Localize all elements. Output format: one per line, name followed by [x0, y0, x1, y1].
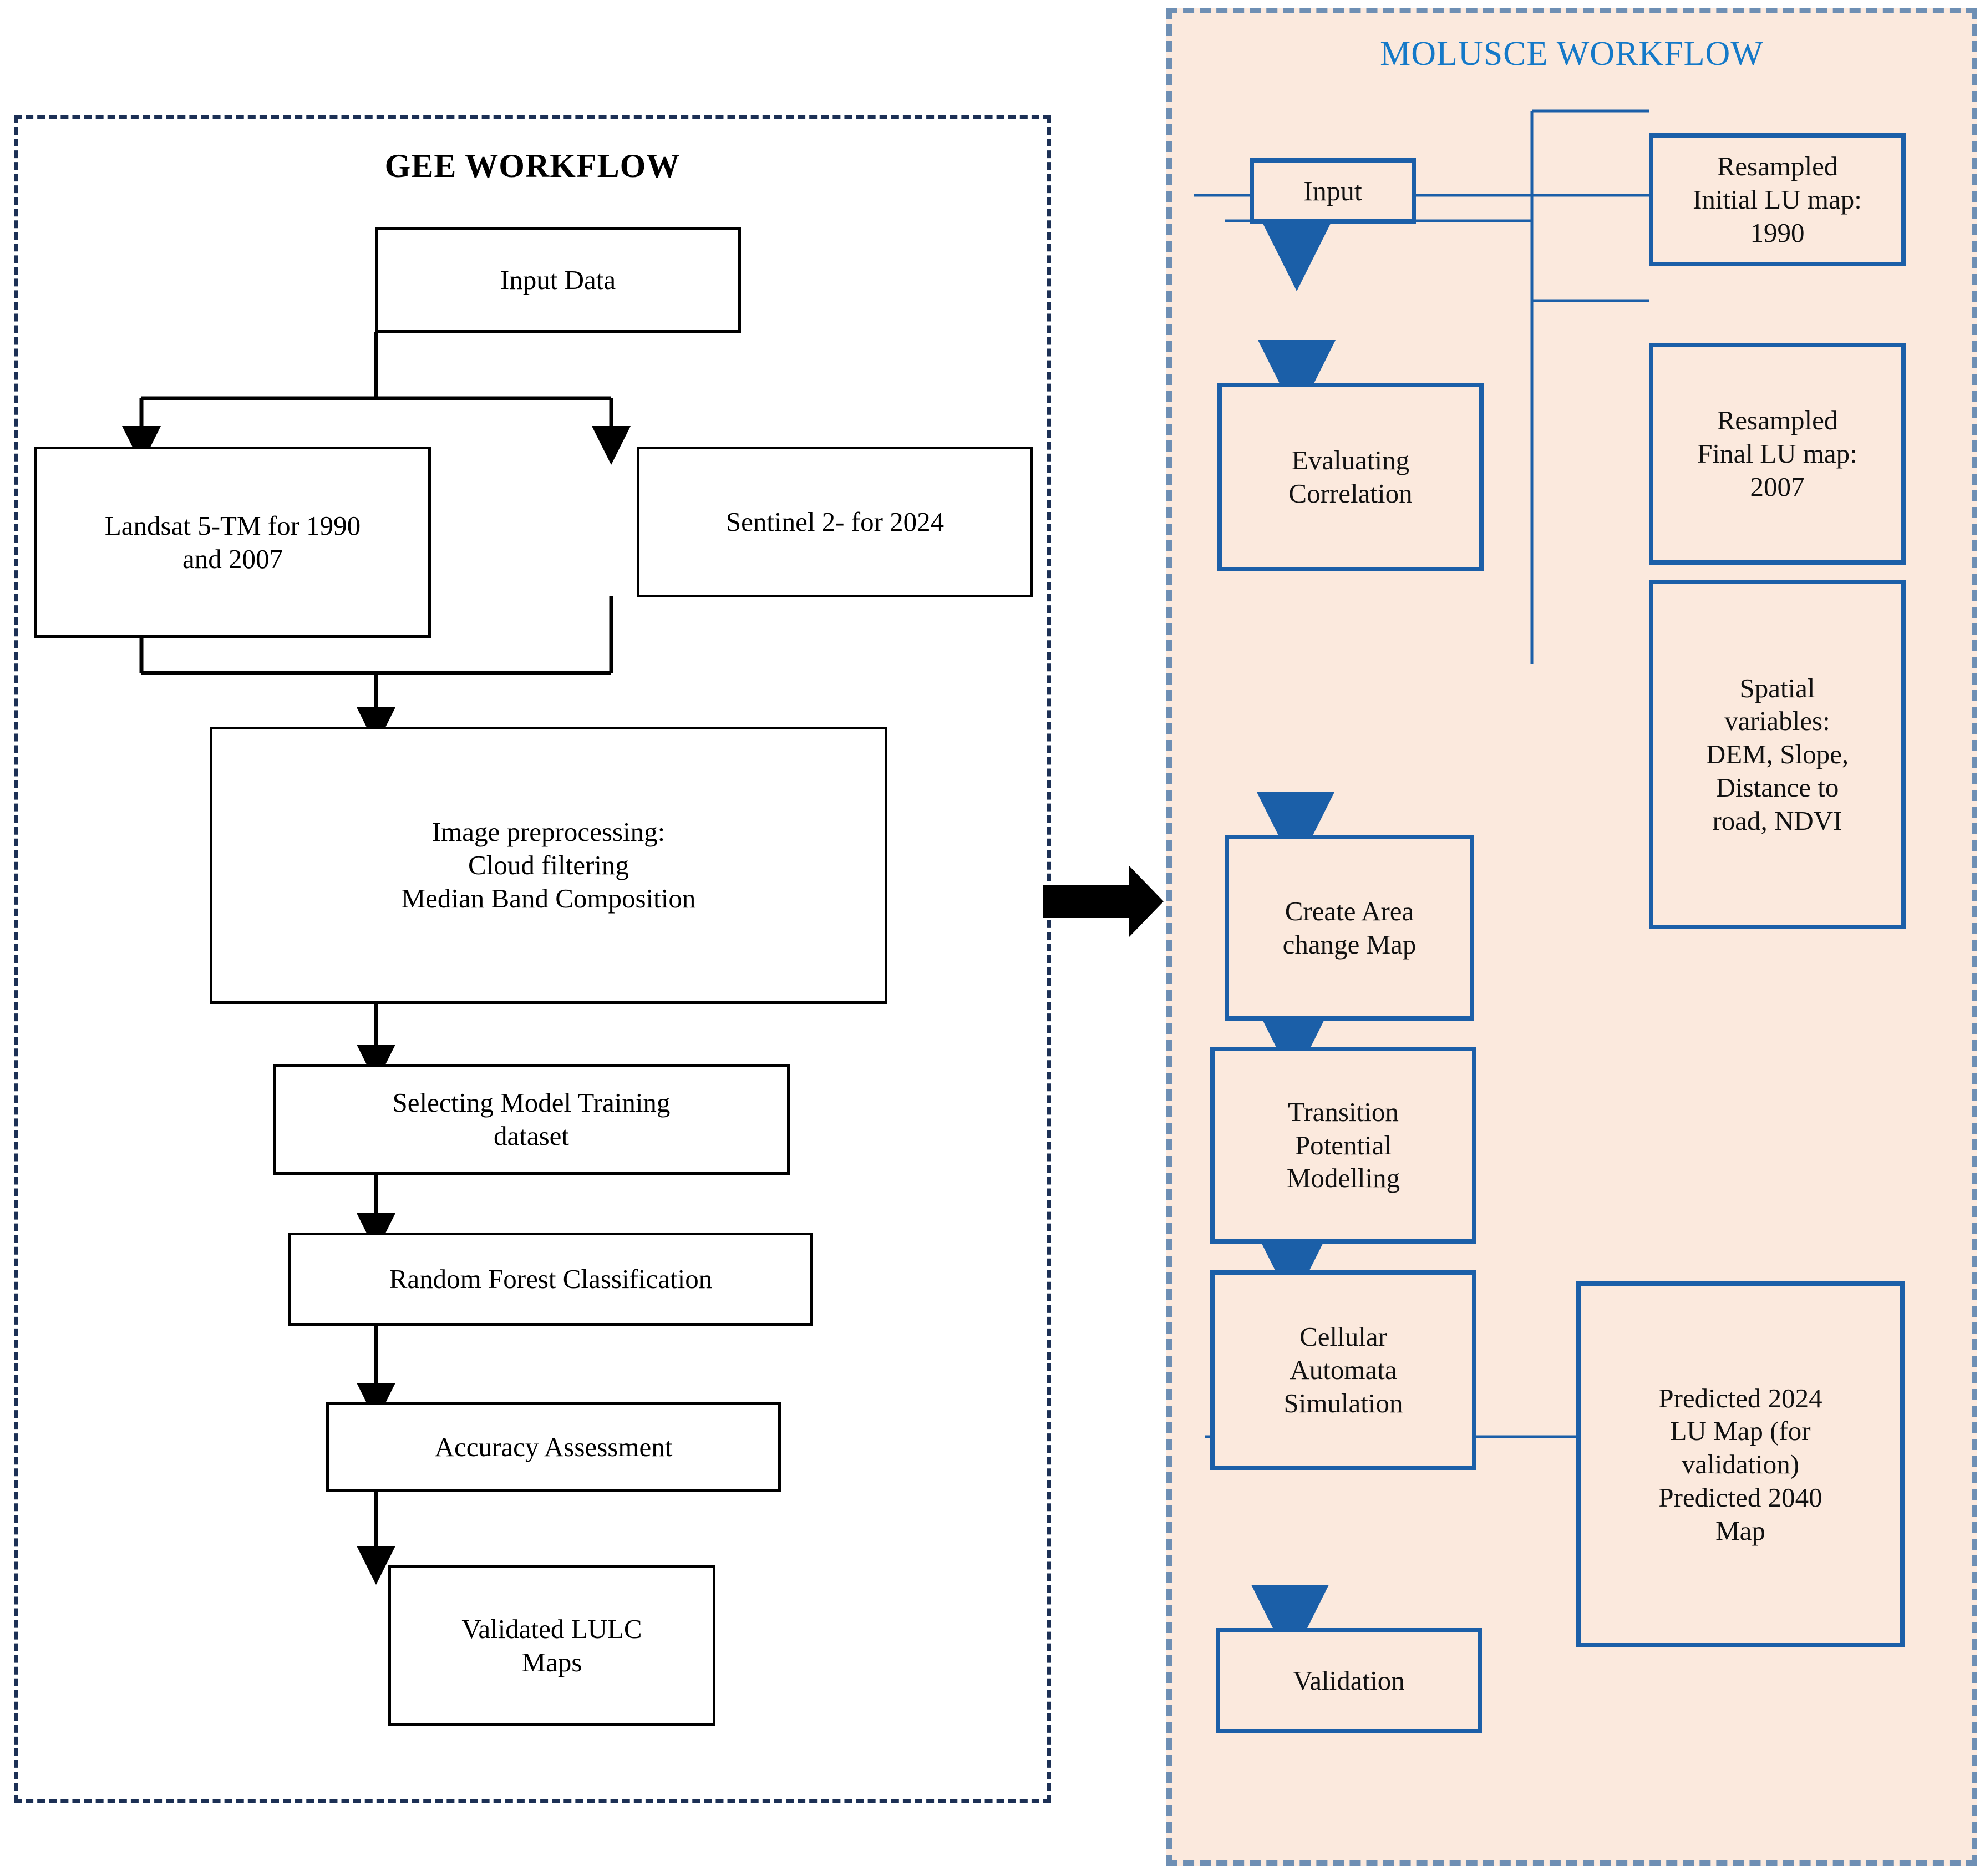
gee-node-image-preprocessing[interactable]: Image preprocessing: Cloud filtering Med… [210, 727, 887, 1004]
gee-node-image-preprocessing-label: Image preprocessing: Cloud filtering Med… [401, 817, 696, 914]
gee-to-molusce-arrow [1043, 865, 1164, 937]
gee-node-accuracy-assessment[interactable]: Accuracy Assessment [326, 1402, 781, 1492]
molusce-node-predicted-maps-label: Predicted 2024 LU Map (for validation) P… [1658, 1382, 1822, 1546]
gee-node-input-data[interactable]: Input Data [375, 227, 741, 333]
gee-node-accuracy-assessment-label: Accuracy Assessment [434, 1432, 673, 1463]
gee-node-input-data-label: Input Data [500, 265, 616, 296]
gee-node-validated-lulc-maps[interactable]: Validated LULC Maps [388, 1565, 715, 1726]
gee-node-sentinel[interactable]: Sentinel 2- for 2024 [637, 447, 1033, 597]
gee-node-random-forest-classification[interactable]: Random Forest Classification [288, 1233, 813, 1326]
molusce-node-transition-potential-modelling-label: Transition Potential Modelling [1286, 1096, 1400, 1194]
molusce-node-resampled-final-lu-map[interactable]: Resampled Final LU map: 2007 [1649, 343, 1906, 565]
molusce-node-validation[interactable]: Validation [1216, 1628, 1482, 1733]
molusce-workflow-title: MOLUSCE WORKFLOW [1380, 35, 1764, 73]
gee-node-random-forest-classification-label: Random Forest Classification [389, 1264, 713, 1295]
molusce-node-transition-potential-modelling[interactable]: Transition Potential Modelling [1210, 1047, 1476, 1244]
gee-node-selecting-training-dataset[interactable]: Selecting Model Training dataset [273, 1064, 790, 1175]
molusce-node-spatial-variables[interactable]: Spatial variables: DEM, Slope, Distance … [1649, 580, 1906, 929]
molusce-node-create-area-change-map-label: Create Area change Map [1282, 895, 1417, 960]
gee-workflow-title: GEE WORKFLOW [384, 148, 681, 184]
gee-node-landsat[interactable]: Landsat 5-TM for 1990 and 2007 [34, 447, 431, 638]
molusce-node-evaluating-correlation[interactable]: Evaluating Correlation [1217, 383, 1484, 571]
molusce-node-spatial-variables-label: Spatial variables: DEM, Slope, Distance … [1705, 672, 1849, 836]
molusce-node-cellular-automata-simulation-label: Cellular Automata Simulation [1283, 1321, 1403, 1418]
molusce-node-input[interactable]: Input [1250, 158, 1416, 224]
gee-node-validated-lulc-maps-label: Validated LULC Maps [461, 1614, 642, 1677]
molusce-node-validation-label: Validation [1293, 1665, 1405, 1696]
molusce-node-resampled-initial-lu-map[interactable]: Resampled Initial LU map: 1990 [1649, 133, 1906, 266]
gee-node-sentinel-label: Sentinel 2- for 2024 [725, 506, 945, 538]
molusce-node-resampled-initial-lu-map-label: Resampled Initial LU map: 1990 [1693, 151, 1862, 248]
molusce-node-input-label: Input [1303, 175, 1362, 206]
molusce-node-resampled-final-lu-map-label: Resampled Final LU map: 2007 [1697, 405, 1857, 502]
molusce-node-create-area-change-map[interactable]: Create Area change Map [1225, 835, 1474, 1021]
molusce-node-cellular-automata-simulation[interactable]: Cellular Automata Simulation [1210, 1270, 1476, 1470]
molusce-node-predicted-maps[interactable]: Predicted 2024 LU Map (for validation) P… [1576, 1281, 1905, 1647]
gee-node-selecting-training-dataset-label: Selecting Model Training dataset [392, 1087, 671, 1151]
molusce-node-evaluating-correlation-label: Evaluating Correlation [1288, 445, 1413, 509]
gee-node-landsat-label: Landsat 5-TM for 1990 and 2007 [104, 510, 361, 574]
